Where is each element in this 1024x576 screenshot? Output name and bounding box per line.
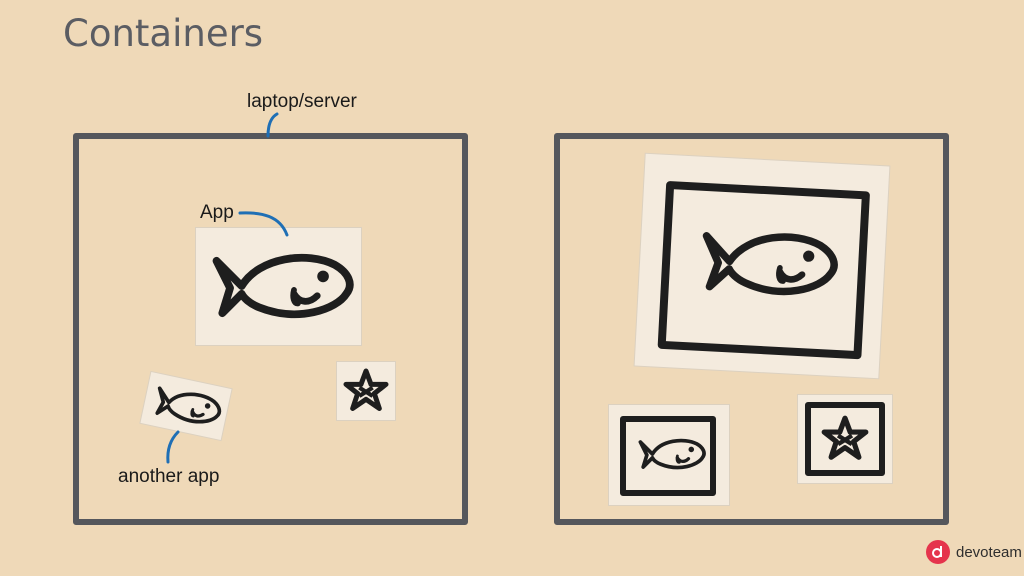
brand-logo: devoteam [926, 540, 1022, 564]
fish-icon [657, 181, 870, 360]
app-card [196, 228, 361, 345]
container-card-large [634, 153, 890, 379]
container-card-small-fish [609, 405, 729, 505]
app-label: App [200, 202, 234, 223]
another-app-label: another app [118, 466, 220, 487]
star-app-card [337, 362, 395, 420]
devoteam-logo-icon [926, 540, 950, 564]
star-icon [805, 402, 885, 476]
star-icon [337, 362, 395, 420]
fish-icon [620, 416, 716, 496]
brand-name: devoteam [956, 543, 1022, 561]
fish-icon [196, 228, 361, 345]
container-card-star [798, 395, 892, 483]
host-box-right [554, 133, 949, 525]
slide-title: Containers [63, 12, 264, 55]
host-label: laptop/server [247, 91, 357, 112]
